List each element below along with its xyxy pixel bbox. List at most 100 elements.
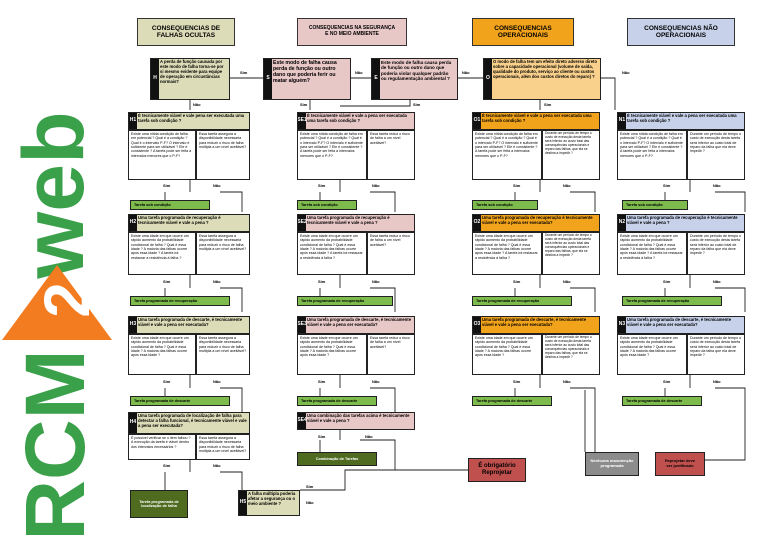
question-h2-tag: H2 xyxy=(129,215,137,231)
criteria-se3-worth: Essa tarefa reduz o risco de falha a um … xyxy=(367,334,415,375)
question-se2: SE2 Uma tarefa programada de recuperação… xyxy=(297,214,415,232)
question-se4: SE4 Uma combinação das tarefas acima é t… xyxy=(297,412,415,430)
question-o2: O2 Uma tarefa programada de recuperação … xyxy=(472,214,600,232)
question-se4-tag: SE4 xyxy=(298,413,307,429)
outcome-no-scheduled-maintenance: Nenhuma manutenção programada xyxy=(585,452,639,476)
question-n3-tag: N3 xyxy=(618,317,626,333)
action-h3: Tarefa programada de descarte xyxy=(130,396,230,406)
question-o3: O3 Uma tarefa programada de descarte, é … xyxy=(472,316,600,334)
question-o2-tag: O2 xyxy=(473,215,481,231)
criteria-h3-worth: Essa tarefa assegura a disponibilidade n… xyxy=(196,334,250,375)
label-h-nao: Não xyxy=(193,102,201,107)
question-o1-tag: O1 xyxy=(473,113,481,129)
label-h5-nao: Não xyxy=(306,500,314,505)
logo-rcm-text: RCM xyxy=(8,349,102,541)
question-h3-tag: H3 xyxy=(129,317,137,333)
criteria-o2-feasibility: Existe uma idade em que ocorre um rápido… xyxy=(472,232,542,275)
criteria-h3-feasibility: Existe uma idade em que ocorre um rápido… xyxy=(128,334,196,375)
criteria-o2-worth: Durante um período de tempo o custo de e… xyxy=(542,232,600,275)
criteria-h2-worth: Essa tarefa assegura a disponibilidade n… xyxy=(196,232,250,275)
question-n3: N3 Uma tarefa programada de descarte, é … xyxy=(617,316,745,334)
action-h2: Tarefa programada de recuperação xyxy=(130,296,230,306)
label-se3-nao: Não xyxy=(372,379,380,384)
question-e-text: Este modo de falha causa perda de função… xyxy=(381,60,452,82)
question-n2-text: Uma tarefa programada de recuperação é t… xyxy=(627,215,738,225)
label-n2-nao: Não xyxy=(713,279,721,284)
criteria-n3-worth: Durante um período de tempo o custo de e… xyxy=(687,334,745,375)
question-h1-tag: H1 xyxy=(129,113,137,129)
label-o-nao: Não xyxy=(622,70,630,75)
label-h4-sim: Sim xyxy=(163,463,171,468)
question-h2-text: Uma tarefa programada de recuperação é t… xyxy=(138,215,221,225)
question-o-tag: O xyxy=(484,59,492,99)
criteria-n2-feasibility: Existe uma idade em que ocorre um rápido… xyxy=(617,232,687,275)
question-o2-text: Uma tarefa programada de recuperação é t… xyxy=(482,215,593,225)
question-h3-text: Uma tarefa programada de descarte, é tec… xyxy=(138,317,243,327)
question-se1-tag: SE1 xyxy=(298,113,307,129)
question-n1-tag: N1 xyxy=(618,113,626,129)
label-s-nao: Não xyxy=(355,70,363,75)
question-s-tag: S xyxy=(264,59,272,99)
action-n3: Tarefa programada de descarte xyxy=(622,396,702,406)
header-non-operational: CONSEQUENCIAS NÃO OPERACIONAIS xyxy=(627,18,735,46)
label-se3-sim: Sim xyxy=(318,379,326,384)
header-hidden-failures: CONSEQUENCIAS DE FALHAS OCULTAS xyxy=(137,18,235,46)
outcome-mandatory-redesign: É obrigatório Reprojetar xyxy=(468,458,526,482)
question-o3-tag: O3 xyxy=(473,317,481,333)
criteria-h1-worth: Essa tarefa assegura a disponibilidade n… xyxy=(196,130,250,180)
label-se4-sim: Sim xyxy=(318,434,326,439)
label-o1-nao: Não xyxy=(563,183,571,188)
criteria-h2-feasibility: Existe uma idade em que ocorre um rápido… xyxy=(128,232,196,275)
action-se3: Tarefa programada de descarte xyxy=(297,396,377,406)
question-se4-text: Uma combinação das tarefas acima é tecni… xyxy=(307,413,410,423)
outcome-redesign-justified: Reprojetar deve ser justificado xyxy=(655,452,705,476)
question-e: E Este modo de falha causa perda de funç… xyxy=(371,58,458,100)
criteria-n1-worth: Durante um período de tempo o custo de e… xyxy=(687,130,745,180)
question-s: S Este modo de falha causa perda de funç… xyxy=(263,58,351,100)
criteria-o1-worth: Durante um período de tempo o custo de e… xyxy=(542,130,600,180)
criteria-se1-worth: Essa tarefa reduz o risco de falha a um … xyxy=(367,130,415,180)
label-h4-nao: Não xyxy=(213,463,221,468)
question-h4-text: Uma tarefa programada de localização de … xyxy=(138,413,247,428)
question-e-tag: E xyxy=(372,59,380,99)
question-se1-text: É tecnicamente viável e vale a pena ser … xyxy=(307,113,407,123)
label-h1-nao: Não xyxy=(213,183,221,188)
label-o1-sim: Sim xyxy=(513,183,521,188)
question-h1: H1 É tecnicamente viável e vale pena ser… xyxy=(128,112,250,130)
label-o2-nao: Não xyxy=(563,279,571,284)
criteria-o3-feasibility: Existe uma idade em que ocorre um rápido… xyxy=(472,334,542,375)
criteria-h1-feasibility: Existe uma nítida condição de falha em p… xyxy=(128,130,196,180)
action-h1: Tarefa sob condição xyxy=(130,200,210,210)
label-se2-nao: Não xyxy=(372,279,380,284)
action-h4: Tarefa programada de localização de falh… xyxy=(130,490,188,518)
question-o1-text: É tecnicamente viável e vale a pena ser … xyxy=(482,113,592,123)
question-o3-text: Uma tarefa programada de descarte, é tec… xyxy=(482,317,587,327)
question-n1: N1 É tecnicamente viável e vale a pena s… xyxy=(617,112,745,130)
label-h1-sim: Sim xyxy=(163,183,171,188)
question-h: H A perda de função causada por este mod… xyxy=(150,58,230,100)
criteria-se3-feasibility: Existe uma idade em que ocorre um rápido… xyxy=(297,334,367,375)
label-o2-sim: Sim xyxy=(513,279,521,284)
action-se1: Tarefa sob condição xyxy=(297,200,357,210)
question-n3-text: Uma tarefa programada de descarte, é tec… xyxy=(627,317,732,327)
action-se4: Combinação de Tarefas xyxy=(297,452,377,466)
label-se1-sim: Sim xyxy=(318,183,326,188)
label-n3-nao: Não xyxy=(713,379,721,384)
label-n2-sim: Sim xyxy=(663,279,671,284)
logo-triangle xyxy=(2,265,112,340)
criteria-h4-worth: Essa tarefa assegura a disponibilidade n… xyxy=(196,434,250,460)
criteria-n1-feasibility: Existe uma nítida condição de falha em p… xyxy=(617,130,687,180)
question-h4: H4 Uma tarefa programada de localização … xyxy=(128,412,250,434)
criteria-n2-worth: Durante um período de tempo o custo de e… xyxy=(687,232,745,275)
action-n2: Tarefa programada de recuperação xyxy=(622,296,722,306)
criteria-n3-feasibility: Existe uma idade em que ocorre um rápido… xyxy=(617,334,687,375)
question-n2-tag: N2 xyxy=(618,215,626,231)
label-h3-sim: Sim xyxy=(163,379,171,384)
label-h3-nao: Não xyxy=(213,379,221,384)
criteria-se1-feasibility: Existe uma nítida condição de falha em p… xyxy=(297,130,367,180)
label-se4-nao: Não xyxy=(365,434,373,439)
criteria-se2-worth: Essa tarefa reduz o risco de falha a um … xyxy=(367,232,415,275)
criteria-o3-worth: Durante um período de tempo o custo de e… xyxy=(542,334,600,375)
question-se3-text: Uma tarefa programada de descarte, é tec… xyxy=(307,317,412,327)
